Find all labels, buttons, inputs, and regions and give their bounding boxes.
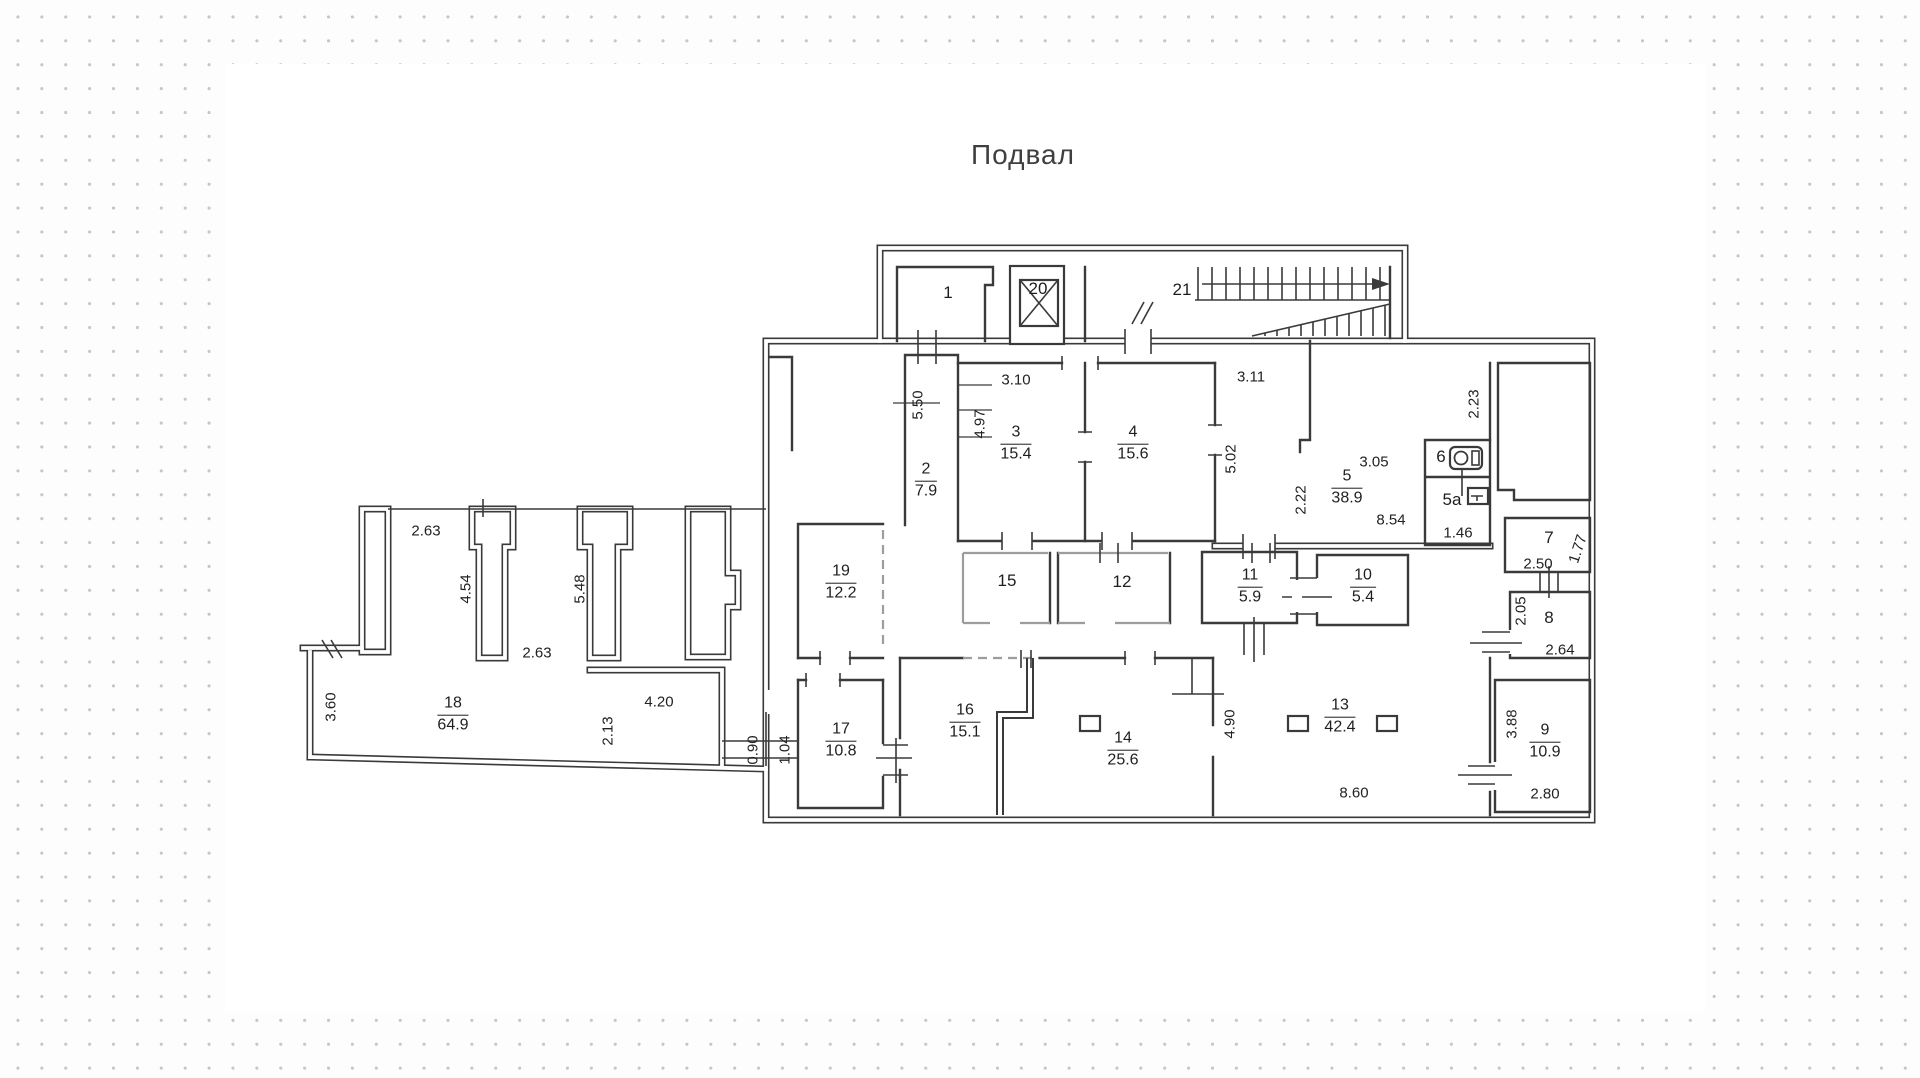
hatch-ticks [321, 639, 343, 659]
dimension-label: 1.04 [776, 735, 794, 765]
outer-walls-inner [301, 246, 1594, 822]
dimension-label: 0.90 [744, 735, 762, 765]
dimension-label: 1.46 [1443, 524, 1473, 542]
room-topright-walls [1496, 361, 1592, 502]
dimension-label: 2.63 [522, 644, 552, 662]
room-label-12: 12 [1112, 572, 1132, 592]
room-10-walls [1282, 553, 1410, 627]
stairwell-walls [1083, 265, 1392, 343]
passage-ticks [722, 712, 798, 766]
dimension-label: 3.88 [1503, 709, 1521, 739]
dimension-label: 4.90 [1221, 709, 1239, 739]
room-14-13-walls [1038, 651, 1492, 817]
room-label-7: 7 [1544, 528, 1554, 548]
sink-icon [1466, 486, 1490, 506]
door-jambs [1124, 329, 1276, 559]
dimension-label: 5.48 [571, 574, 589, 604]
stairs-icon [1195, 267, 1391, 337]
room-17-walls [796, 673, 908, 810]
room-label-6: 6 [1436, 447, 1446, 467]
dimension-label: 2.80 [1530, 785, 1560, 803]
room-9-walls [1458, 678, 1592, 814]
dimension-label: 2.13 [599, 716, 617, 746]
dimension-label: 8.54 [1376, 511, 1406, 529]
columns [1078, 714, 1399, 733]
room-label-15: 15 [997, 571, 1017, 591]
dimension-label: 4.54 [457, 574, 475, 604]
dimension-label: 3.60 [322, 692, 340, 722]
dimension-label: 2.23 [1465, 389, 1483, 419]
room-11-walls [1200, 543, 1302, 662]
dimension-label: 2.63 [411, 522, 441, 540]
room-1-walls [895, 265, 995, 364]
room-2-walls [893, 353, 992, 543]
dimension-label: 4.20 [644, 693, 674, 711]
room-label-1: 1 [943, 283, 953, 303]
dimension-label: 5.02 [1222, 444, 1240, 474]
room-label-8: 8 [1544, 608, 1554, 628]
room-label-20: 20 [1028, 279, 1048, 299]
dimension-label: 3.11 [1236, 368, 1266, 386]
floor-title: Подвал [971, 139, 1075, 170]
break-mark-icon [1131, 301, 1154, 325]
dimension-label: 3.05 [1359, 453, 1389, 471]
dimension-label: 8.60 [1339, 784, 1369, 802]
room-label-21: 21 [1172, 280, 1192, 300]
room-15-12-walls [961, 543, 1172, 625]
toilet-icon [1448, 445, 1484, 471]
wall-16-14 [996, 650, 1034, 815]
wall-openings [766, 335, 1275, 714]
dimension-label: 2.50 [1523, 555, 1553, 573]
dimension-label: 5.50 [909, 390, 927, 420]
dimension-label: 4.97 [971, 409, 989, 439]
dimension-label: 2.64 [1545, 641, 1575, 659]
room-8-walls [1470, 590, 1592, 660]
room-19-walls [768, 355, 885, 665]
room-3-4-walls [956, 356, 1222, 550]
elevator-shaft-icon [1008, 264, 1066, 346]
dimension-label: 2.05 [1512, 596, 1530, 626]
dimension-label: 3.10 [1001, 371, 1031, 389]
room-label-5a: 5a [1442, 490, 1462, 510]
outer-walls [299, 244, 1596, 824]
dimension-label: 2.22 [1292, 485, 1310, 515]
room-7-walls [1503, 516, 1592, 598]
room-5-walls [1298, 339, 1492, 547]
